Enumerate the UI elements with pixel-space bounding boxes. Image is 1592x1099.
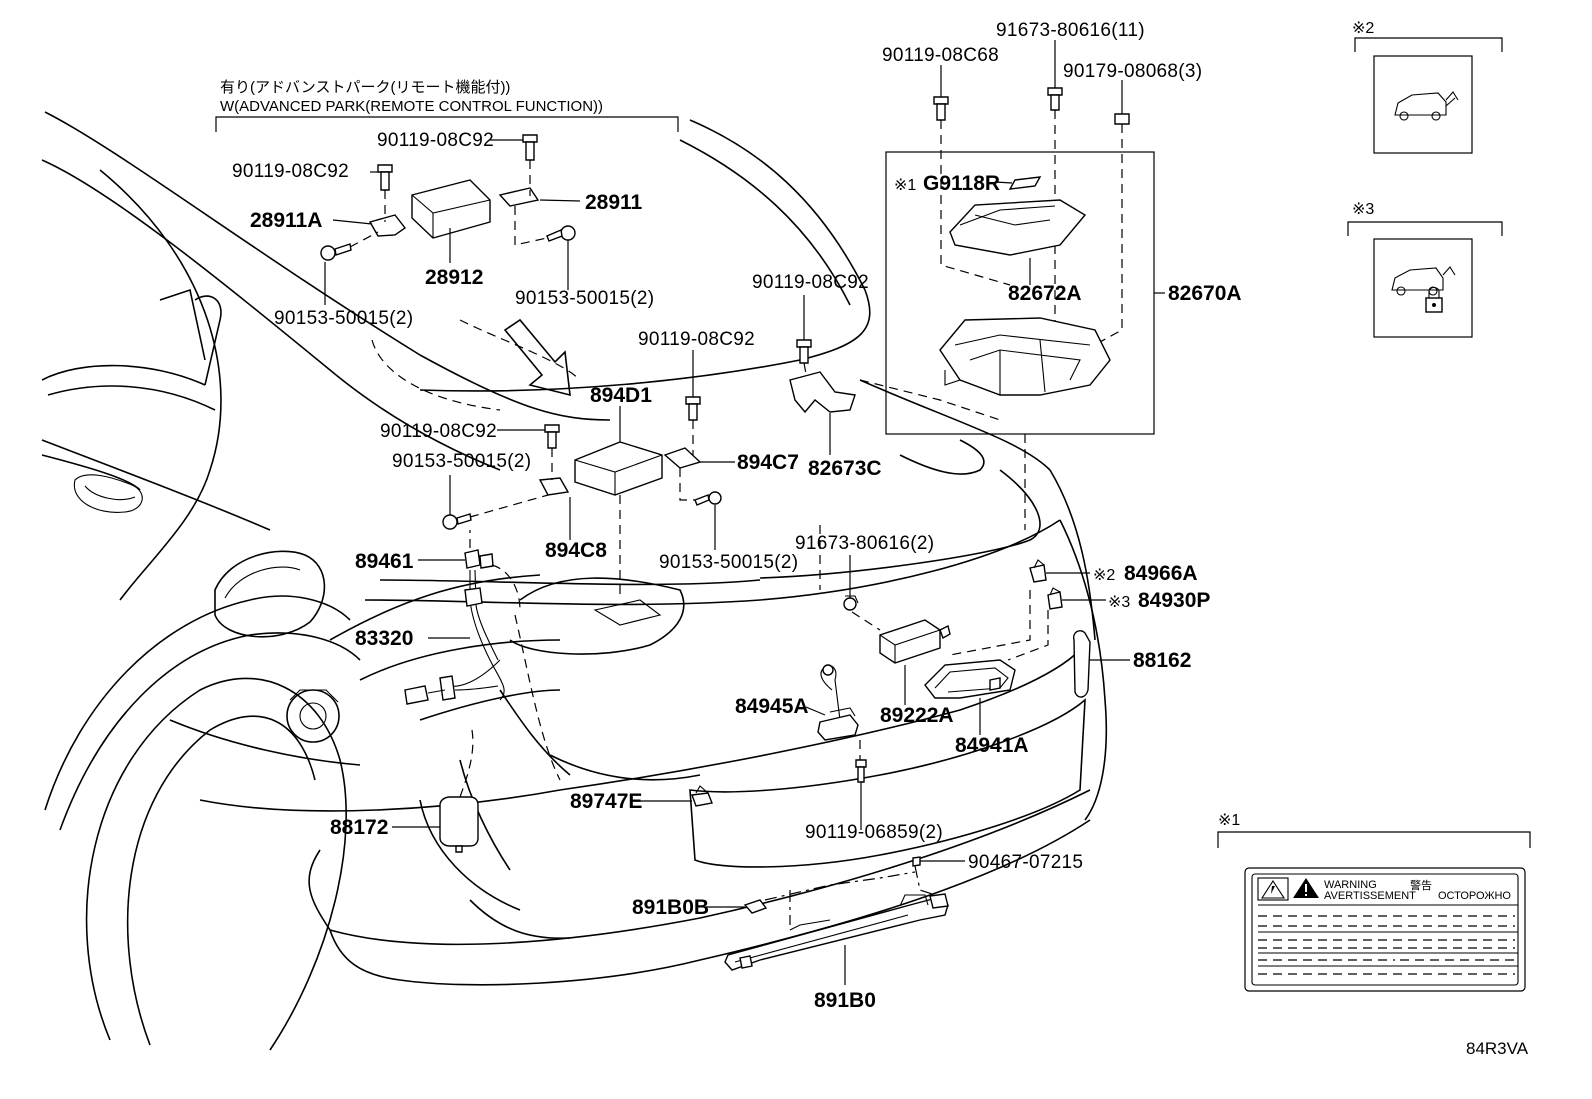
mark-2-inline: ※2 (1093, 567, 1115, 584)
warning-text-jp: 警告 (1410, 878, 1432, 892)
header-line-en: W(ADVANCED PARK(REMOTE CONTROL FUNCTION)… (220, 98, 603, 115)
label-891B0: 891B0 (814, 989, 876, 1012)
label-83320: 83320 (355, 627, 413, 650)
label-89461: 89461 (355, 550, 414, 573)
group-894D1 (442, 295, 856, 600)
view-arrow (503, 318, 571, 397)
header-line-jp: 有り(アドバンストパーク(リモート機能付)) (220, 79, 510, 96)
warning-label-mark-1: ※1 (1218, 812, 1240, 829)
legend-mark-2: ※2 (1352, 20, 1374, 37)
label-894D1: 894D1 (590, 384, 652, 407)
legend-box-2 (1354, 37, 1503, 154)
label-90119-06859: 90119-06859(2) (805, 822, 943, 843)
label-90119-08C92-e: 90119-08C92 (380, 421, 497, 442)
label-90119-08C92-a: 90119-08C92 (232, 161, 349, 182)
label-82672A: 82672A (1008, 282, 1082, 305)
label-894C8: 894C8 (545, 539, 607, 562)
label-84930P: 84930P (1138, 589, 1210, 612)
group-84966A (1029, 559, 1130, 698)
mark-1: ※1 (894, 177, 916, 194)
legend-box-3 (1347, 221, 1503, 338)
group-891B0 (640, 785, 965, 985)
label-90153-50015-d: 90153-50015(2) (659, 552, 798, 573)
warning-text-warning: WARNING (1324, 879, 1377, 891)
label-82670A: 82670A (1168, 282, 1242, 305)
label-91673-80616-2: 91673-80616(2) (795, 533, 934, 554)
label-90153-50015-b: 90153-50015(2) (515, 288, 654, 309)
warning-label-box (1217, 831, 1531, 992)
label-90179-08068: 90179-08068(3) (1063, 61, 1202, 82)
label-28911A: 28911A (250, 209, 322, 232)
group-82670A (859, 40, 1165, 530)
group-89461 (392, 530, 561, 853)
label-90119-08C92-c: 90119-08C92 (752, 272, 869, 293)
group-89222A (805, 525, 1049, 830)
warning-text-avertissement: AVERTISSEMENT (1324, 890, 1416, 902)
label-90467-07215: 90467-07215 (968, 852, 1083, 873)
label-891B0B: 891B0B (632, 896, 709, 919)
label-84945A: 84945A (735, 695, 809, 718)
label-90153-50015-a: 90153-50015(2) (274, 308, 413, 329)
legend-mark-3: ※3 (1352, 201, 1374, 218)
group-28912 (320, 134, 581, 305)
label-90119-08C68: 90119-08C68 (882, 45, 999, 66)
label-90119-08C92-d: 90119-08C92 (638, 329, 755, 350)
label-90153-50015-c: 90153-50015(2) (392, 451, 531, 472)
mark-3-inline: ※3 (1108, 594, 1130, 611)
label-28911: 28911 (585, 191, 643, 214)
label-82673C: 82673C (808, 457, 882, 480)
label-89222A: 89222A (880, 704, 954, 727)
label-84966A: 84966A (1124, 562, 1198, 585)
header-bracket (215, 116, 679, 132)
label-894C7: 894C7 (737, 451, 799, 474)
label-28912: 28912 (425, 266, 483, 289)
figure-code: 84R3VA (1466, 1039, 1529, 1058)
warning-text-ru: ОСТОРОЖНО (1438, 890, 1511, 902)
label-88172: 88172 (330, 816, 388, 839)
label-91673-80616-11: 91673-80616(11) (996, 20, 1145, 41)
label-88162: 88162 (1133, 649, 1191, 672)
label-89747E: 89747E (570, 790, 642, 813)
label-84941A: 84941A (955, 734, 1029, 757)
label-90119-08C92-b: 90119-08C92 (377, 130, 494, 151)
vehicle-rear-outline (41, 111, 1108, 1051)
label-G9118R: G9118R (923, 172, 1000, 195)
